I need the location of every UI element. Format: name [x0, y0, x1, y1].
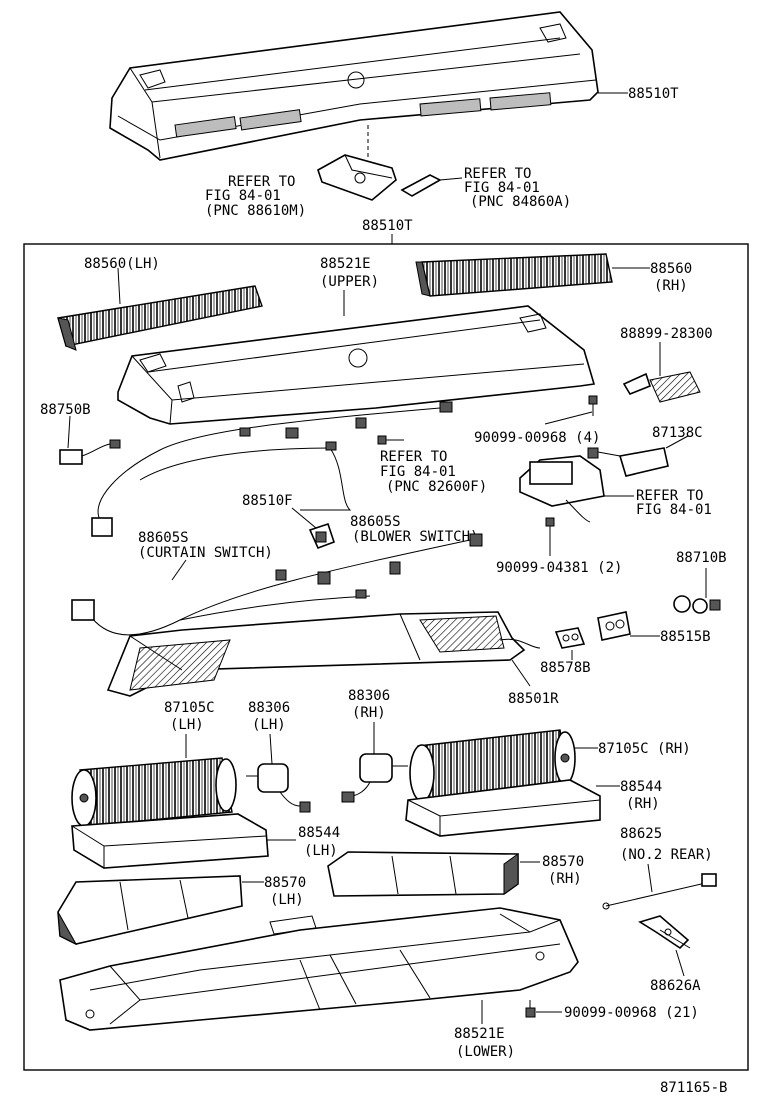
label-resistor: 87138C: [652, 425, 703, 441]
cable-clip: [638, 915, 691, 950]
blower-fan-lh: [71, 757, 237, 827]
screw-upper: [588, 395, 598, 416]
label-motor-rh-2: (RH): [352, 705, 386, 721]
screw-lower: [525, 1000, 536, 1018]
label-blower-switch-2: (BLOWER SWITCH): [352, 529, 478, 545]
label-duct-rh-2: (RH): [548, 871, 582, 887]
blower-resistor: [519, 447, 669, 523]
label-motor-lh-1: 88306: [248, 700, 290, 716]
label-fan-lh-2: (LH): [170, 717, 204, 733]
label-upper-case-1: 88521E: [320, 256, 371, 272]
label-motor-rh-1: 88306: [348, 688, 390, 704]
label-duct-lh-2: (LH): [270, 892, 304, 908]
label-blower-switch-1: 88605S: [350, 514, 401, 530]
label-refer-c-1: REFER TO: [380, 449, 447, 465]
control-cable: [602, 873, 717, 910]
label-screw-4: 90099-00968 (4): [474, 430, 600, 446]
label-screw-21: 90099-00968 (21): [564, 1005, 699, 1021]
label-refer-b-1: REFER TO: [464, 166, 531, 182]
label-refer-a-2: FIG 84-01: [205, 188, 281, 204]
label-duct-lh-1: 88570: [264, 875, 306, 891]
exploded-view-frame: [23, 243, 749, 1071]
label-clip: 88626A: [650, 978, 701, 994]
label-refer-d-1: REFER TO: [636, 488, 703, 504]
label-refer-c-2: FIG 84-01: [380, 464, 456, 480]
blower-switch-bracket: [317, 154, 397, 201]
blower-fan-rh: [409, 729, 576, 802]
blower-motor-rh: [341, 753, 408, 803]
screw-resistor: [545, 517, 555, 540]
label-motor-lh-2: (LH): [252, 717, 286, 733]
relay: [308, 522, 336, 550]
label-lower-case-1: 88521E: [454, 1026, 505, 1042]
duct-lh: [57, 875, 243, 946]
label-duct-rh-1: 88570: [542, 854, 584, 870]
blower-switch-harness: [91, 401, 453, 537]
label-cable-1: 88625: [620, 826, 662, 842]
label-upper-case-2: (UPPER): [320, 274, 379, 290]
label-lower-case-2: (LOWER): [456, 1044, 515, 1060]
clip-part: [400, 174, 442, 197]
label-case-lh-2: (LH): [304, 843, 338, 859]
label-case-lh-1: 88544: [298, 825, 340, 841]
label-box-assembly: 88510T: [362, 218, 413, 234]
label-fan-rh: 87105C (RH): [598, 741, 691, 757]
connector-88515b: [597, 611, 631, 641]
label-refer-a-3: (PNC 88610M): [205, 203, 306, 219]
upper-case: [117, 305, 596, 425]
label-connector-88515b: 88515B: [660, 629, 711, 645]
curtain-switch-harness: [71, 533, 483, 636]
label-sensor: 88750B: [40, 402, 91, 418]
connector-88710b: [673, 595, 721, 614]
label-connector-88710b: 88710B: [676, 550, 727, 566]
label-clamp: 88899-28300: [620, 326, 713, 342]
wire-clamp: [622, 371, 701, 403]
label-fan-lh-1: 87105C: [164, 700, 215, 716]
grille-rh: [415, 253, 613, 297]
scroll-case-lh: [71, 813, 269, 869]
temperature-sensor: [59, 439, 121, 465]
seal-88578b: [554, 627, 586, 649]
label-grille-rh-2: (RH): [654, 278, 688, 294]
label-curtain-switch-2: (CURTAIN SWITCH): [138, 545, 273, 561]
label-refer-b-2: FIG 84-01: [464, 180, 540, 196]
label-seal: 88578B: [540, 660, 591, 676]
blower-motor-lh: [246, 763, 311, 813]
scroll-case-rh: [405, 779, 601, 837]
label-refer-d-2: FIG 84-01: [636, 502, 712, 518]
label-evaporator: 88501R: [508, 691, 559, 707]
label-cable-2: (NO.2 REAR): [620, 847, 713, 863]
duct-rh: [327, 851, 519, 897]
label-refer-c-3: (PNC 82600F): [386, 479, 487, 495]
evaporator: [106, 611, 541, 697]
label-figure-id: 871165-B: [660, 1080, 727, 1096]
label-refer-b-3: (PNC 84860A): [470, 194, 571, 210]
label-case-rh-1: 88544: [620, 779, 662, 795]
grille-lh: [57, 285, 263, 351]
label-top-assembly: 88510T: [628, 86, 679, 102]
label-relay: 88510F: [242, 493, 293, 509]
label-grille-rh-1: 88560: [650, 261, 692, 277]
label-curtain-switch-1: 88605S: [138, 530, 189, 546]
label-refer-a-1: REFER TO: [228, 174, 295, 190]
lower-case: [59, 907, 579, 1031]
top-assembly-housing: [109, 11, 599, 161]
label-grille-lh: 88560(LH): [84, 256, 160, 272]
label-screw-2: 90099-04381 (2): [496, 560, 622, 576]
label-case-rh-2: (RH): [626, 796, 660, 812]
